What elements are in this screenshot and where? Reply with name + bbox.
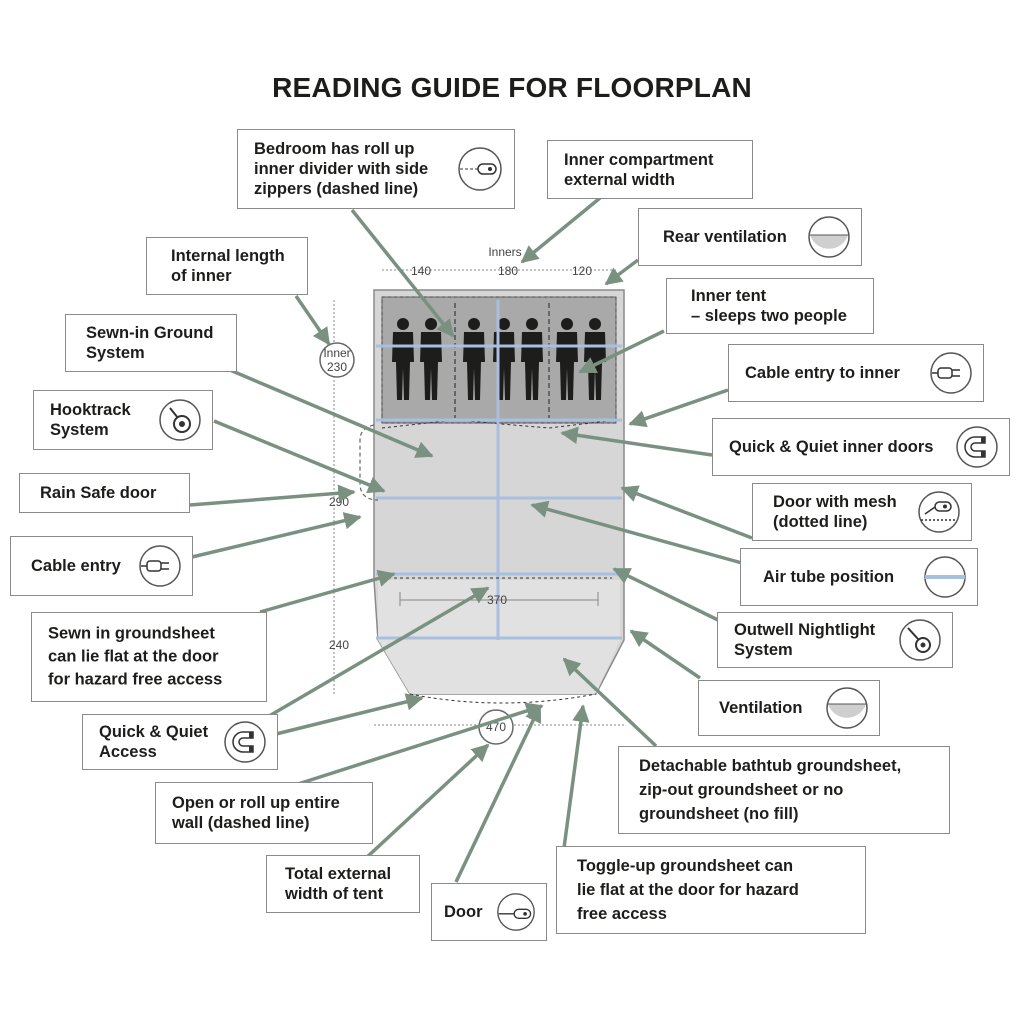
air-tubes [376,300,622,640]
front-wall-line [409,693,597,704]
zip-pull-icon [458,147,502,191]
label-internal-length: Internal length of inner [146,237,308,295]
label-qq-inner-doors: Quick & Quiet inner doors [712,418,1010,476]
page-title: READING GUIDE FOR FLOORPLAN [272,72,752,103]
magnet-icon [956,426,998,468]
label-sewn-ground: Sewn-in Ground System [65,314,237,372]
nightlight-icon [899,619,941,661]
air-tube-icon [924,556,966,598]
ventilation-icon [808,216,850,258]
width-120: 120 [572,264,592,278]
label-bedroom-divider: Bedroom has roll up inner divider with s… [237,129,515,209]
label-rain-safe: Rain Safe door [19,473,190,513]
label-cable-entry-inner: Cable entry to inner [728,344,984,402]
length-240: 240 [329,638,349,652]
label-inner-width: Inner compartment external width [547,140,753,199]
leader-arrows [189,196,753,883]
label-rear-ventilation: Rear ventilation [638,208,862,266]
magnet-icon [224,721,266,763]
plug-icon [139,545,181,587]
mesh-door-icon [918,491,960,533]
label-toggle-up: Toggle-up groundsheet can lie flat at th… [556,846,866,934]
label-bathtub: Detachable bathtub groundsheet, zip-out … [618,746,950,834]
hook-icon [159,399,201,441]
inner-doors-line [381,419,617,429]
width-180: 180 [498,264,518,278]
label-open-wall: Open or roll up entire wall (dashed line… [155,782,373,844]
inner-length-circle [319,342,355,378]
plug-icon [930,352,972,394]
zip-pull-icon [497,893,535,931]
width-370: 370 [487,593,507,607]
label-sewn-groundsheet: Sewn in groundsheet can lie flat at the … [31,612,267,702]
inners-label: Inners [488,245,521,259]
label-door: Door [431,883,547,941]
ventilation-icon [826,687,868,729]
label-hooktrack: Hooktrack System [33,390,213,450]
label-ventilation: Ventilation [698,680,880,736]
label-cable-entry: Cable entry [10,536,193,596]
label-door-mesh: Door with mesh (dotted line) [752,483,972,541]
label-inner-tent: Inner tent – sleeps two people [666,278,874,334]
length-290: 290 [329,495,349,509]
inner-label: Inner [323,346,350,360]
label-nightlight: Outwell Nightlight System [717,612,953,668]
label-qq-access: Quick & Quiet Access [82,714,278,770]
width-140: 140 [411,264,431,278]
label-total-width: Total external width of tent [266,855,420,913]
label-air-tube: Air tube position [740,548,978,606]
inner-length-value: 230 [327,360,347,374]
